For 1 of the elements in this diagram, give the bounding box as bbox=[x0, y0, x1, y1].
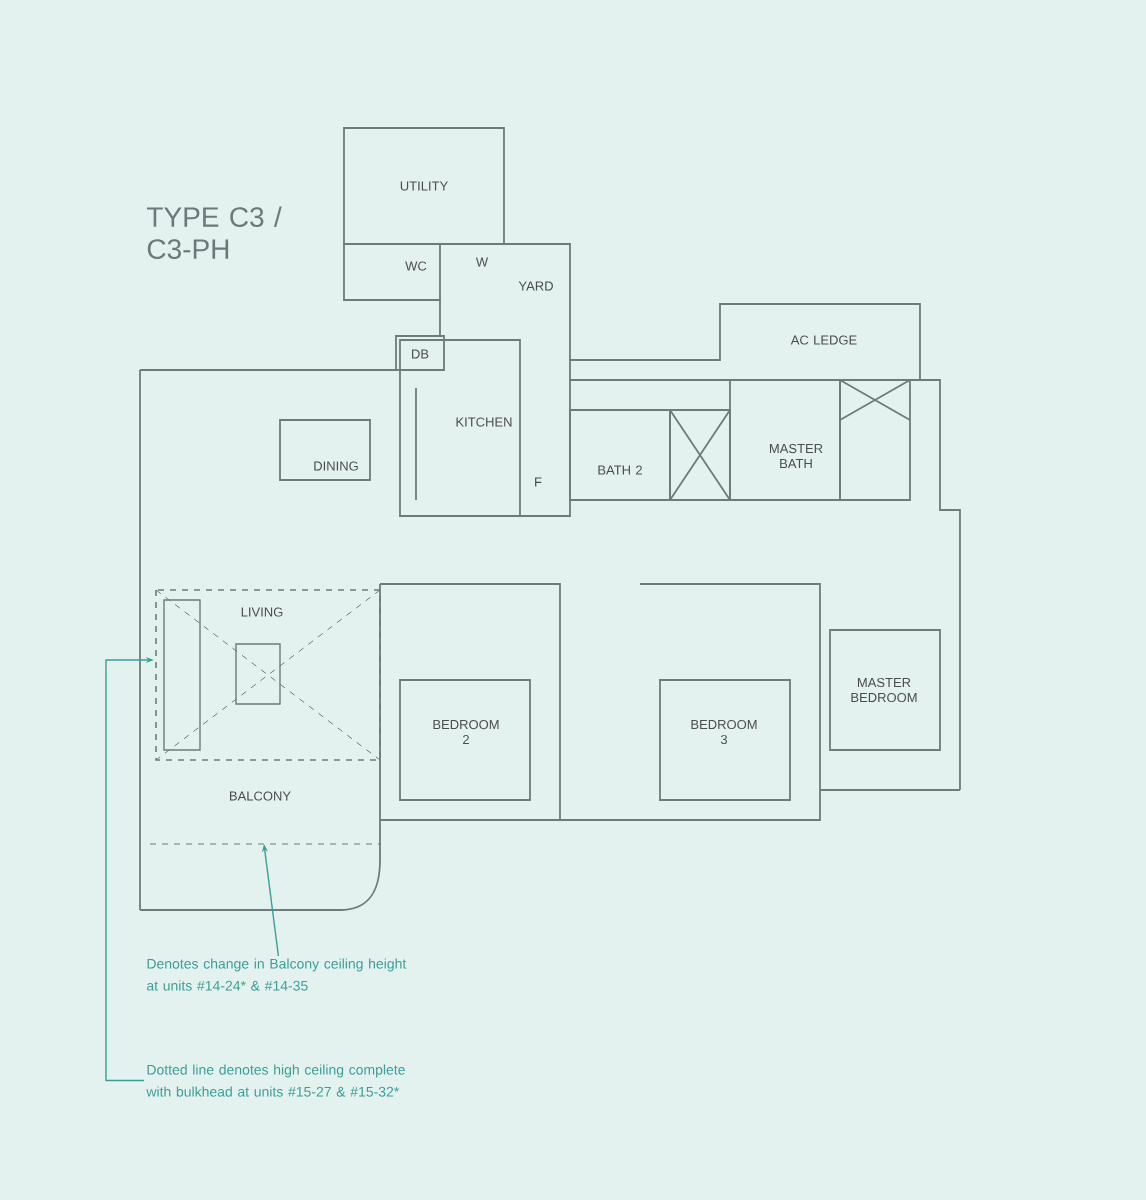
plan-title: TYPE C3 / C3-PH bbox=[147, 206, 282, 259]
